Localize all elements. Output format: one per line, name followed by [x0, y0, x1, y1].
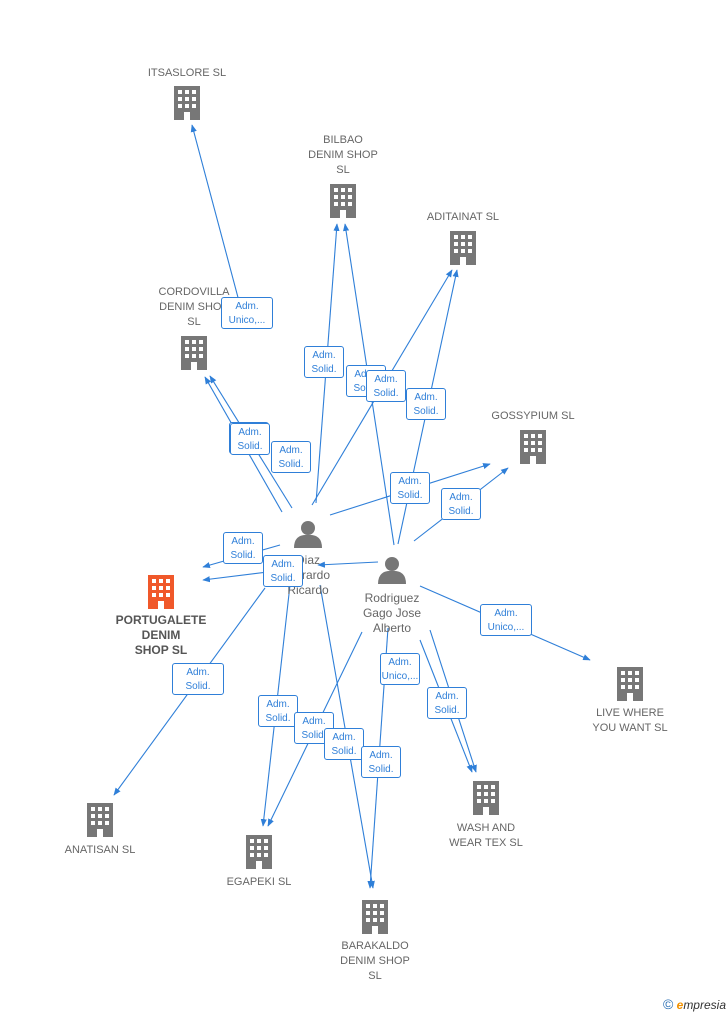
building-icon[interactable]: [473, 781, 499, 815]
edges: [113, 124, 591, 889]
empresia-footer[interactable]: © empresia: [663, 996, 726, 1012]
relation-badge[interactable]: Adm. Solid.: [441, 488, 481, 520]
building-icon[interactable]: [617, 667, 643, 701]
person-label-p2[interactable]: Rodriguez Gago Jose Alberto: [362, 591, 422, 635]
relation-badge[interactable]: Adm. Unico,...: [480, 604, 532, 636]
building-icon[interactable]: [174, 86, 200, 120]
building-icon[interactable]: [246, 835, 272, 869]
relation-badge[interactable]: Adm. Solid.: [223, 532, 263, 564]
company-label-wash[interactable]: WASH AND WEAR TEX SL: [449, 822, 523, 849]
company-label-egapeki[interactable]: EGAPEKI SL: [226, 876, 292, 888]
relation-badge[interactable]: Adm. Solid.: [361, 746, 401, 778]
person-icon[interactable]: [378, 557, 406, 584]
relation-badge[interactable]: Adm. Solid.: [366, 370, 406, 402]
relation-badge[interactable]: Adm. Solid.: [263, 555, 303, 587]
relation-edge: [190, 124, 241, 306]
building-icon[interactable]: [520, 430, 546, 464]
building-icon[interactable]: [148, 575, 174, 609]
company-label-aditainat[interactable]: ADITAINAT SL: [426, 211, 500, 223]
building-icon[interactable]: [330, 184, 356, 218]
copyright-icon: ©: [662, 996, 674, 1012]
company-label-itsaslore[interactable]: ITSASLORE SL: [147, 67, 227, 79]
relation-badge[interactable]: Adm. Solid.: [427, 687, 467, 719]
company-label-gossypium[interactable]: GOSSYPIUM SL: [491, 410, 575, 422]
person-icon[interactable]: [294, 521, 322, 548]
relation-badge[interactable]: Adm. Solid.: [271, 441, 311, 473]
relation-edge: [317, 561, 379, 568]
company-label-livewhere[interactable]: LIVE WHERE YOU WANT SL: [592, 707, 668, 734]
relation-badge[interactable]: Adm. Solid.: [304, 346, 344, 378]
relation-badge[interactable]: Adm. Solid.: [406, 388, 446, 420]
relation-badge[interactable]: Adm. Solid.: [390, 472, 430, 504]
relation-badge[interactable]: Adm. Solid.: [172, 663, 224, 695]
brand-logo: empresia: [676, 998, 726, 1012]
relation-badge[interactable]: Adm. Unico,...: [221, 297, 273, 329]
building-icon[interactable]: [450, 231, 476, 265]
company-label-anatisan[interactable]: ANATISAN SL: [64, 844, 136, 856]
company-label-barakaldo[interactable]: BARAKALDO DENIM SHOP SL: [340, 940, 410, 982]
relation-badge[interactable]: Adm. Solid.: [324, 728, 364, 760]
company-label-portugalete[interactable]: PORTUGALETE DENIM SHOP SL: [115, 613, 207, 657]
relation-badge[interactable]: Adm. Solid.: [230, 423, 270, 455]
building-icon[interactable]: [181, 336, 207, 370]
nodes: [87, 86, 643, 934]
relation-badge[interactable]: Adm. Unico,...: [380, 653, 420, 685]
building-icon[interactable]: [362, 900, 388, 934]
company-label-bilbao[interactable]: BILBAO DENIM SHOP SL: [308, 134, 378, 176]
relation-badge[interactable]: Adm. Solid.: [258, 695, 298, 727]
building-icon[interactable]: [87, 803, 113, 837]
